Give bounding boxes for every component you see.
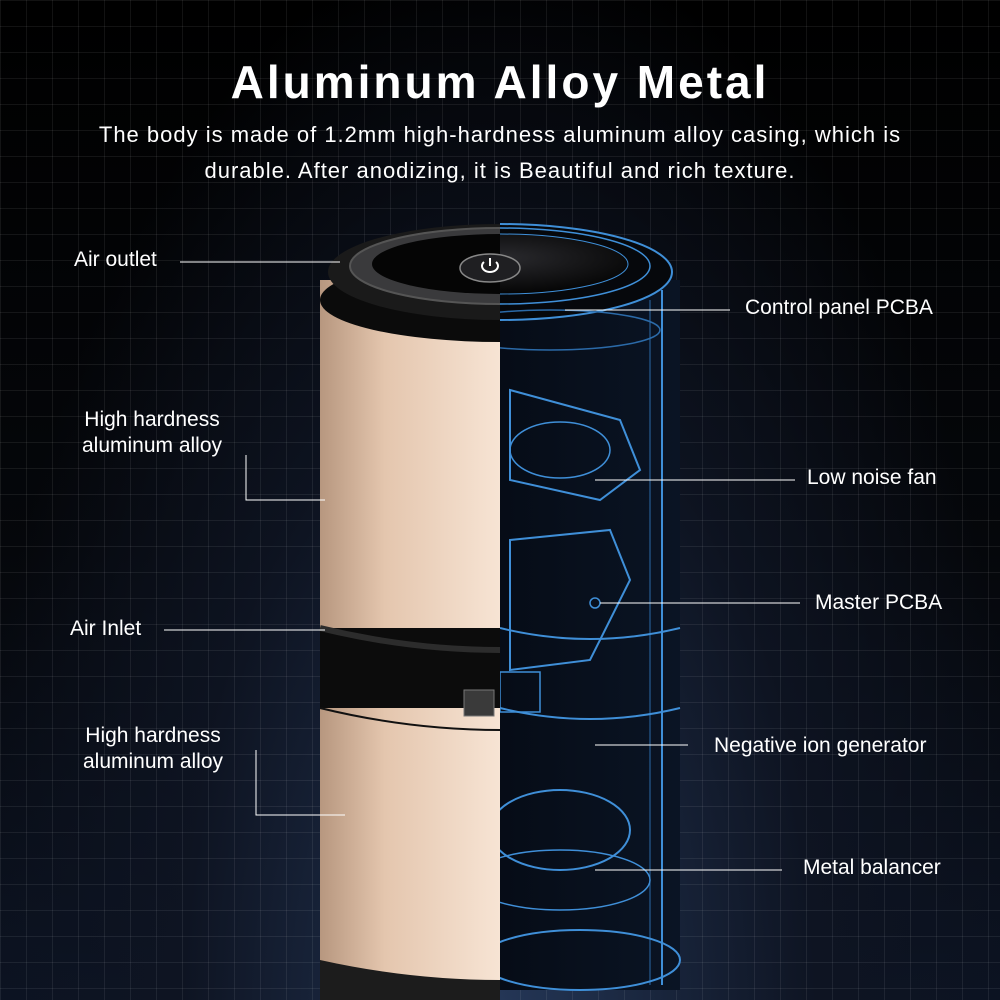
- page-title: Aluminum Alloy Metal: [230, 56, 770, 108]
- label-master-pcba: Master PCBA: [815, 591, 943, 614]
- label-air-outlet: Air outlet: [74, 248, 157, 271]
- label-lower-alloy: High hardness aluminum alloy: [66, 723, 240, 775]
- label-low-noise-fan: Low noise fan: [807, 466, 937, 489]
- gold-casing: [319, 224, 500, 1000]
- leader-lines-left: [164, 261, 345, 816]
- wireframe-interior: [500, 223, 681, 991]
- label-upper-alloy-line-1: High hardness: [84, 408, 220, 431]
- leader-lines-right: [565, 309, 800, 871]
- subtitle-line-2: durable. After anodizing, it is Beautifu…: [204, 158, 796, 183]
- label-control-panel: Control panel PCBA: [745, 296, 933, 319]
- label-metal-balancer: Metal balancer: [803, 856, 941, 879]
- label-lower-alloy-line-2: aluminum alloy: [82, 750, 224, 773]
- label-lower-alloy-line-1: High hardness: [85, 724, 221, 747]
- label-upper-alloy: High hardness aluminum alloy: [66, 407, 238, 459]
- label-air-inlet: Air Inlet: [70, 617, 142, 640]
- power-icon[interactable]: [459, 253, 521, 283]
- label-ion-generator: Negative ion generator: [714, 734, 927, 757]
- subtitle-line-1: The body is made of 1.2mm high-hardness …: [98, 122, 902, 147]
- label-upper-alloy-line-2: aluminum alloy: [81, 434, 223, 457]
